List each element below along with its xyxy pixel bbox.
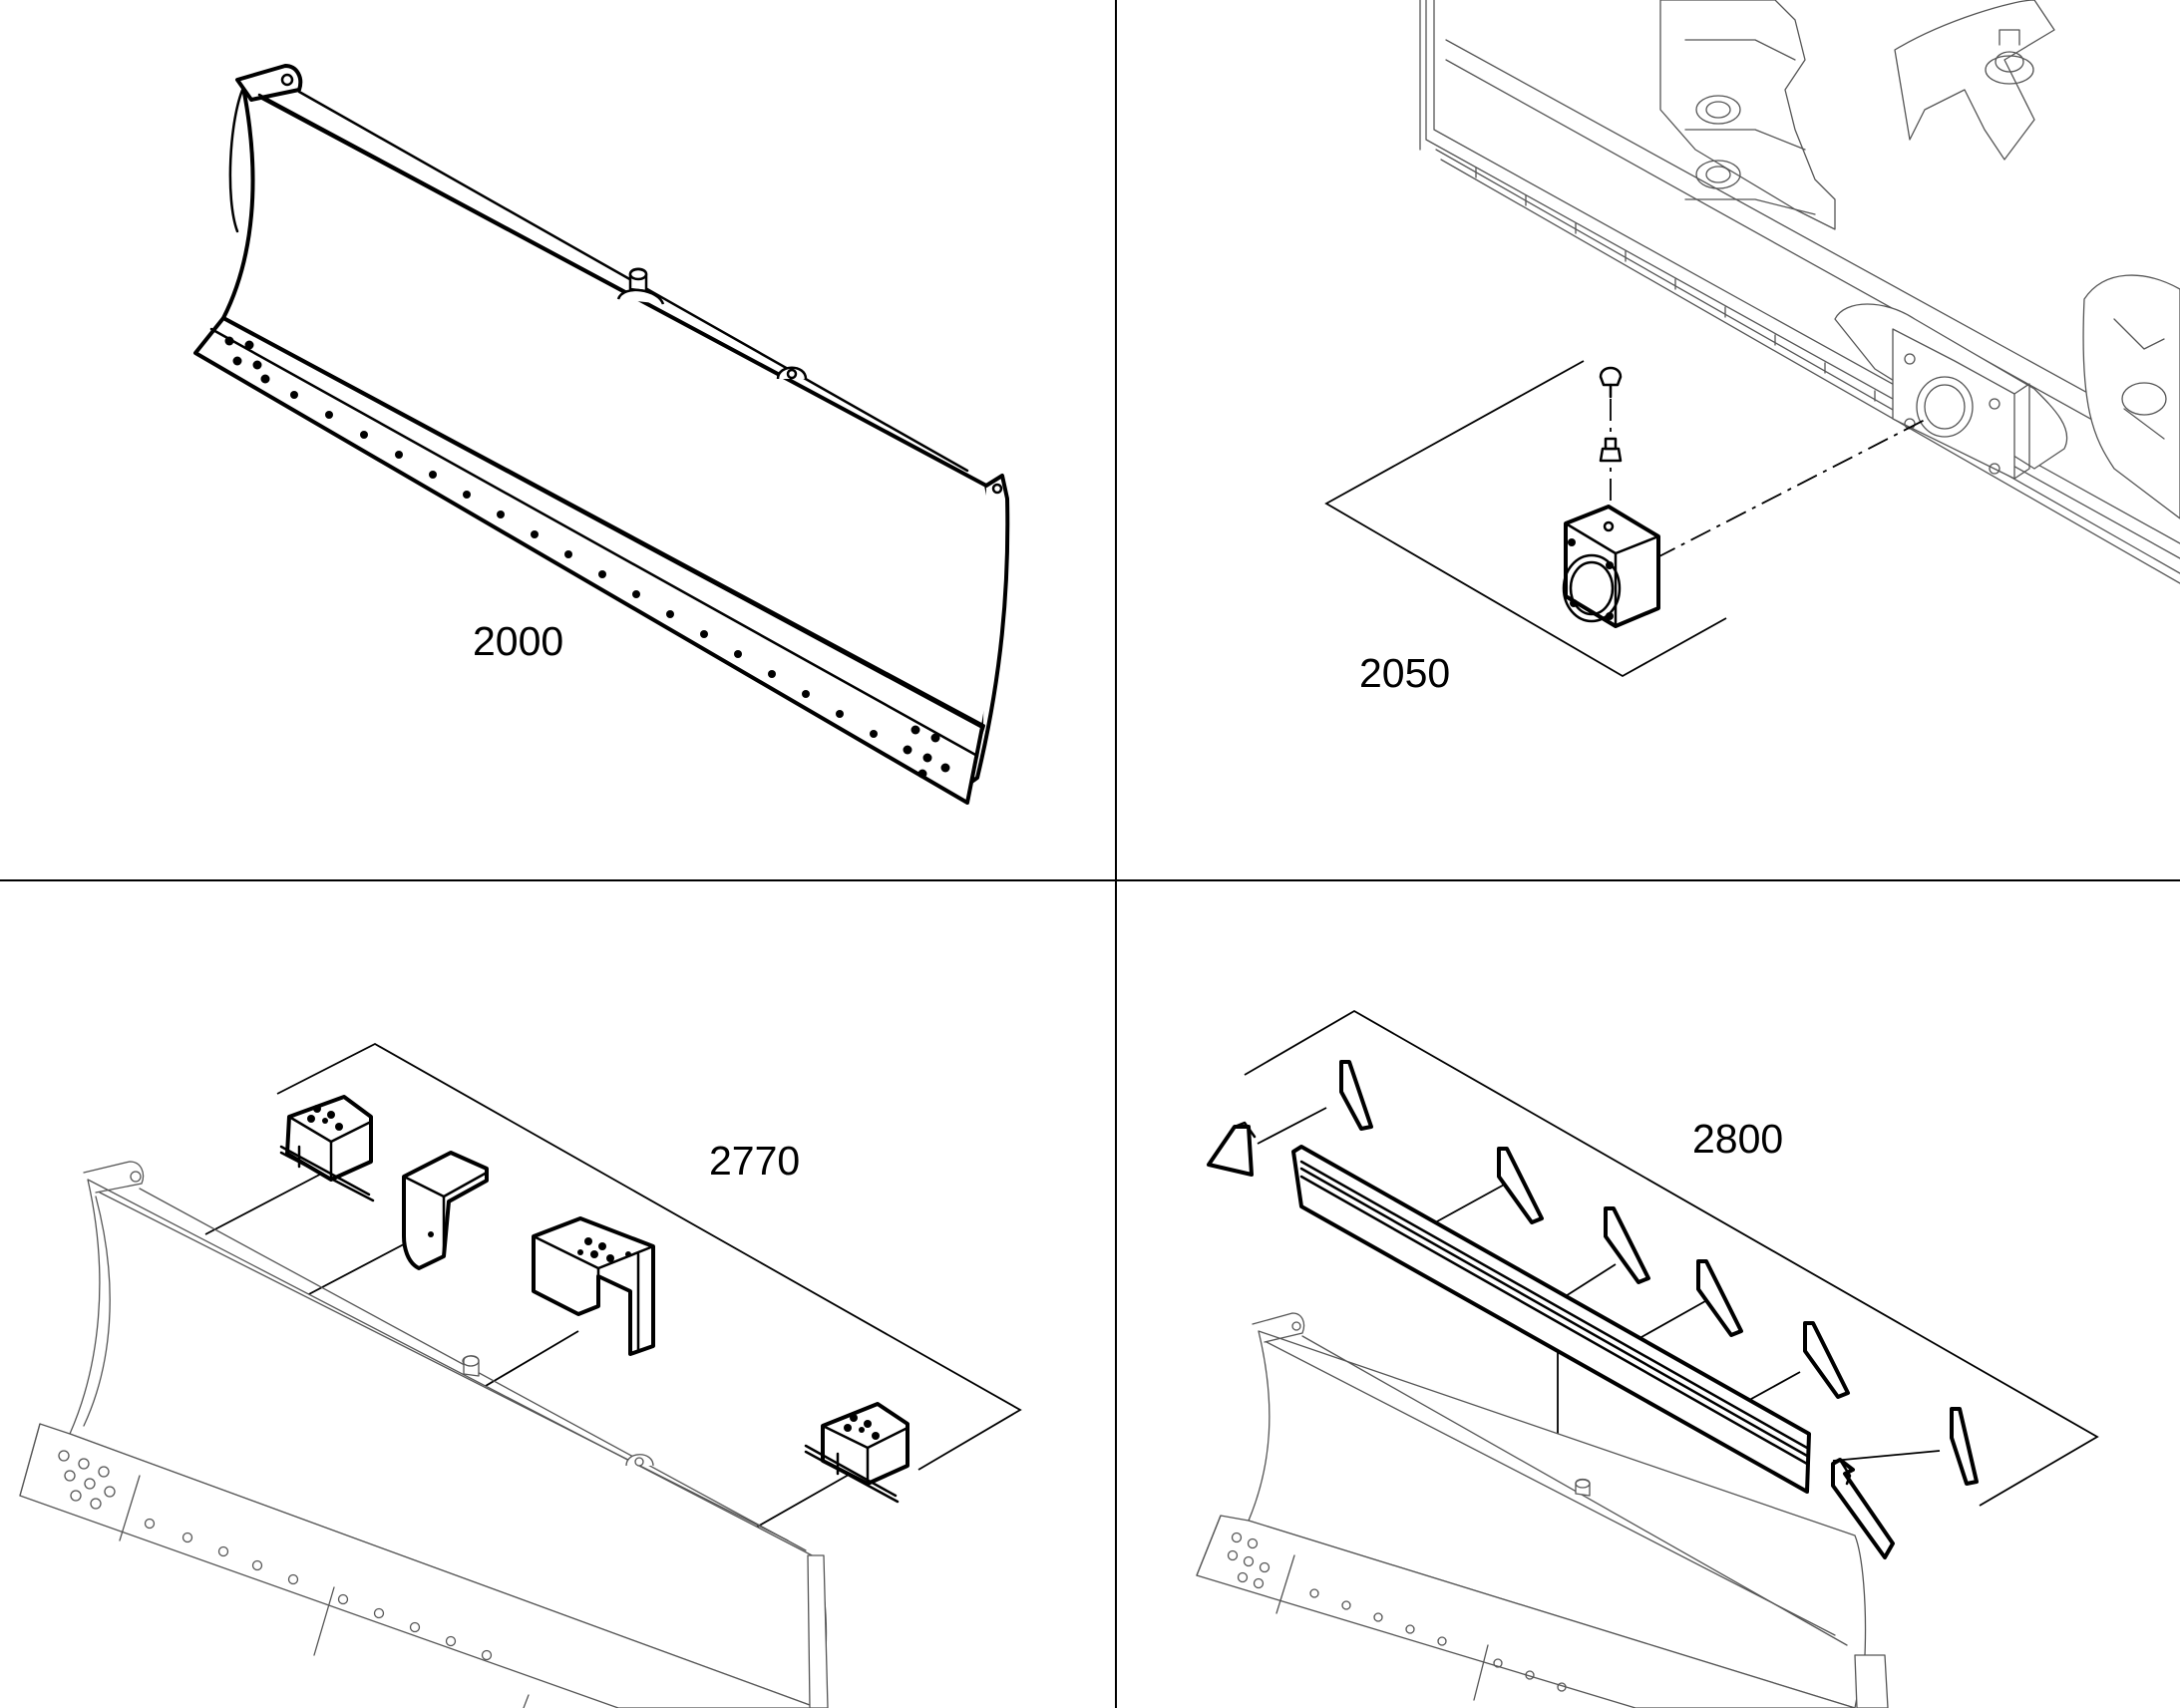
panel-blade[interactable]: 2000 xyxy=(193,64,1010,805)
trunnion-cap-drawing xyxy=(1324,0,2180,678)
panel-guards[interactable]: 2770 xyxy=(19,1042,1022,1708)
extension-drawing xyxy=(1196,1009,2099,1708)
panel-trunnion-cap[interactable]: 2050 xyxy=(1324,0,2180,696)
guards-drawing xyxy=(19,1042,1022,1708)
panel-label-trunnion-cap: 2050 xyxy=(1359,650,1450,696)
panel-extension[interactable]: 2800 xyxy=(1196,1009,2099,1708)
panel-label-guards: 2770 xyxy=(709,1138,800,1184)
panel-label-blade: 2000 xyxy=(473,618,563,664)
panel-label-extension: 2800 xyxy=(1692,1116,1783,1162)
dozer-blade-drawing xyxy=(193,64,1010,805)
